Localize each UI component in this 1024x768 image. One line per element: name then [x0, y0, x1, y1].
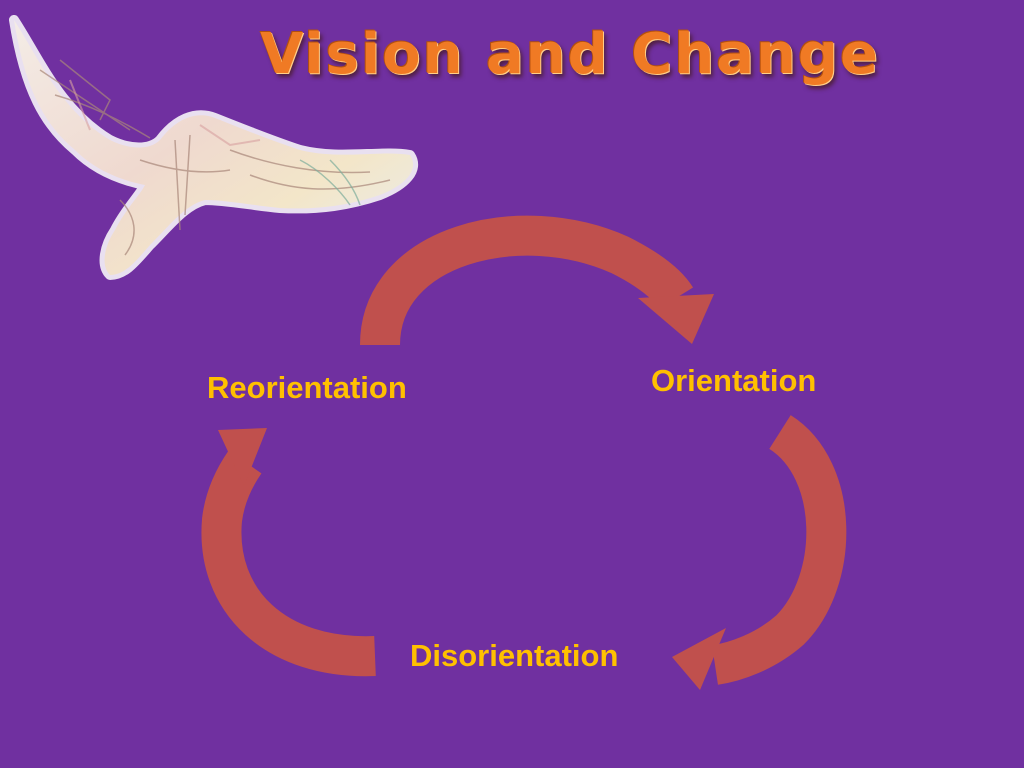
arrow-disorientation-to-reorientation [201, 428, 376, 677]
dove-icon [9, 15, 419, 280]
arrow-orientation-to-disorientation [672, 415, 847, 690]
arrow-reorientation-to-orientation [360, 215, 714, 347]
stage-label-reorientation: Reorientation [207, 370, 407, 405]
stage-label-orientation: Orientation [651, 363, 817, 398]
slide-title: Vision and Change [260, 22, 880, 87]
stage-label-disorientation: Disorientation [410, 638, 619, 673]
